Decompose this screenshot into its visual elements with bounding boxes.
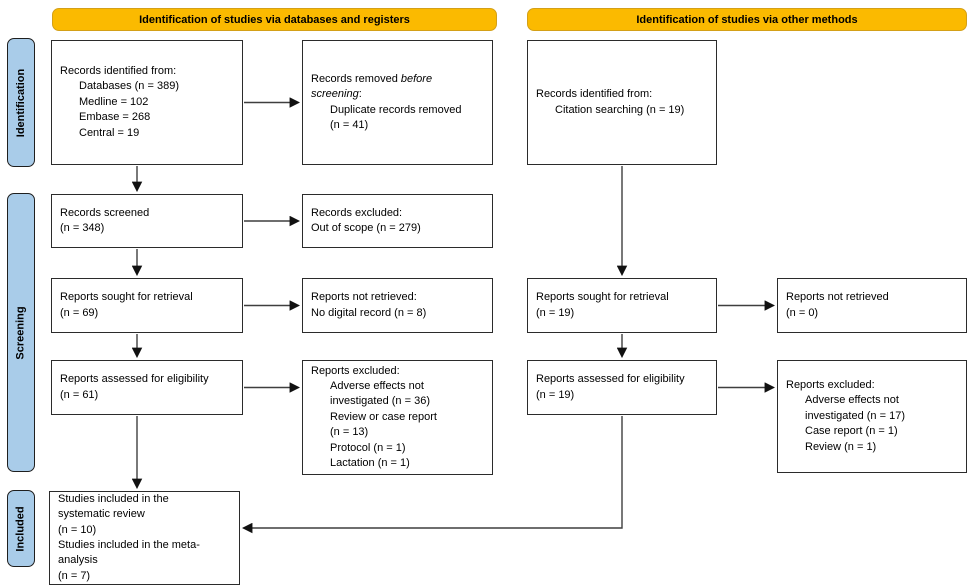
box-reports-sought: Reports sought for retrieval(n = 69) — [51, 278, 243, 333]
box-reports-assessed-other: Reports assessed for eligibility(n = 19) — [527, 360, 717, 415]
box-records-excluded: Records excluded:Out of scope (n = 279) — [302, 194, 493, 248]
box-reports-not-retrieved-other: Reports not retrieved(n = 0) — [777, 278, 967, 333]
banner-databases-registers: Identification of studies via databases … — [52, 8, 497, 31]
stage-screening: Screening — [7, 193, 35, 472]
box-reports-sought-other: Reports sought for retrieval(n = 19) — [527, 278, 717, 333]
stage-identification-label: Identification — [15, 68, 28, 137]
box-records-screened: Records screened(n = 348) — [51, 194, 243, 248]
box-reports-assessed: Reports assessed for eligibility(n = 61) — [51, 360, 243, 415]
box-records-identified-other: Records identified from:Citation searchi… — [527, 40, 717, 165]
box-reports-not-retrieved: Reports not retrieved:No digital record … — [302, 278, 493, 333]
stage-included-label: Included — [15, 505, 28, 552]
stage-included: Included — [7, 490, 35, 567]
banner-other-methods: Identification of studies via other meth… — [527, 8, 967, 31]
stage-screening-label: Screening — [15, 305, 27, 360]
stage-identification: Identification — [7, 38, 35, 167]
box-records-identified: Records identified from:Databases (n = 3… — [51, 40, 243, 165]
